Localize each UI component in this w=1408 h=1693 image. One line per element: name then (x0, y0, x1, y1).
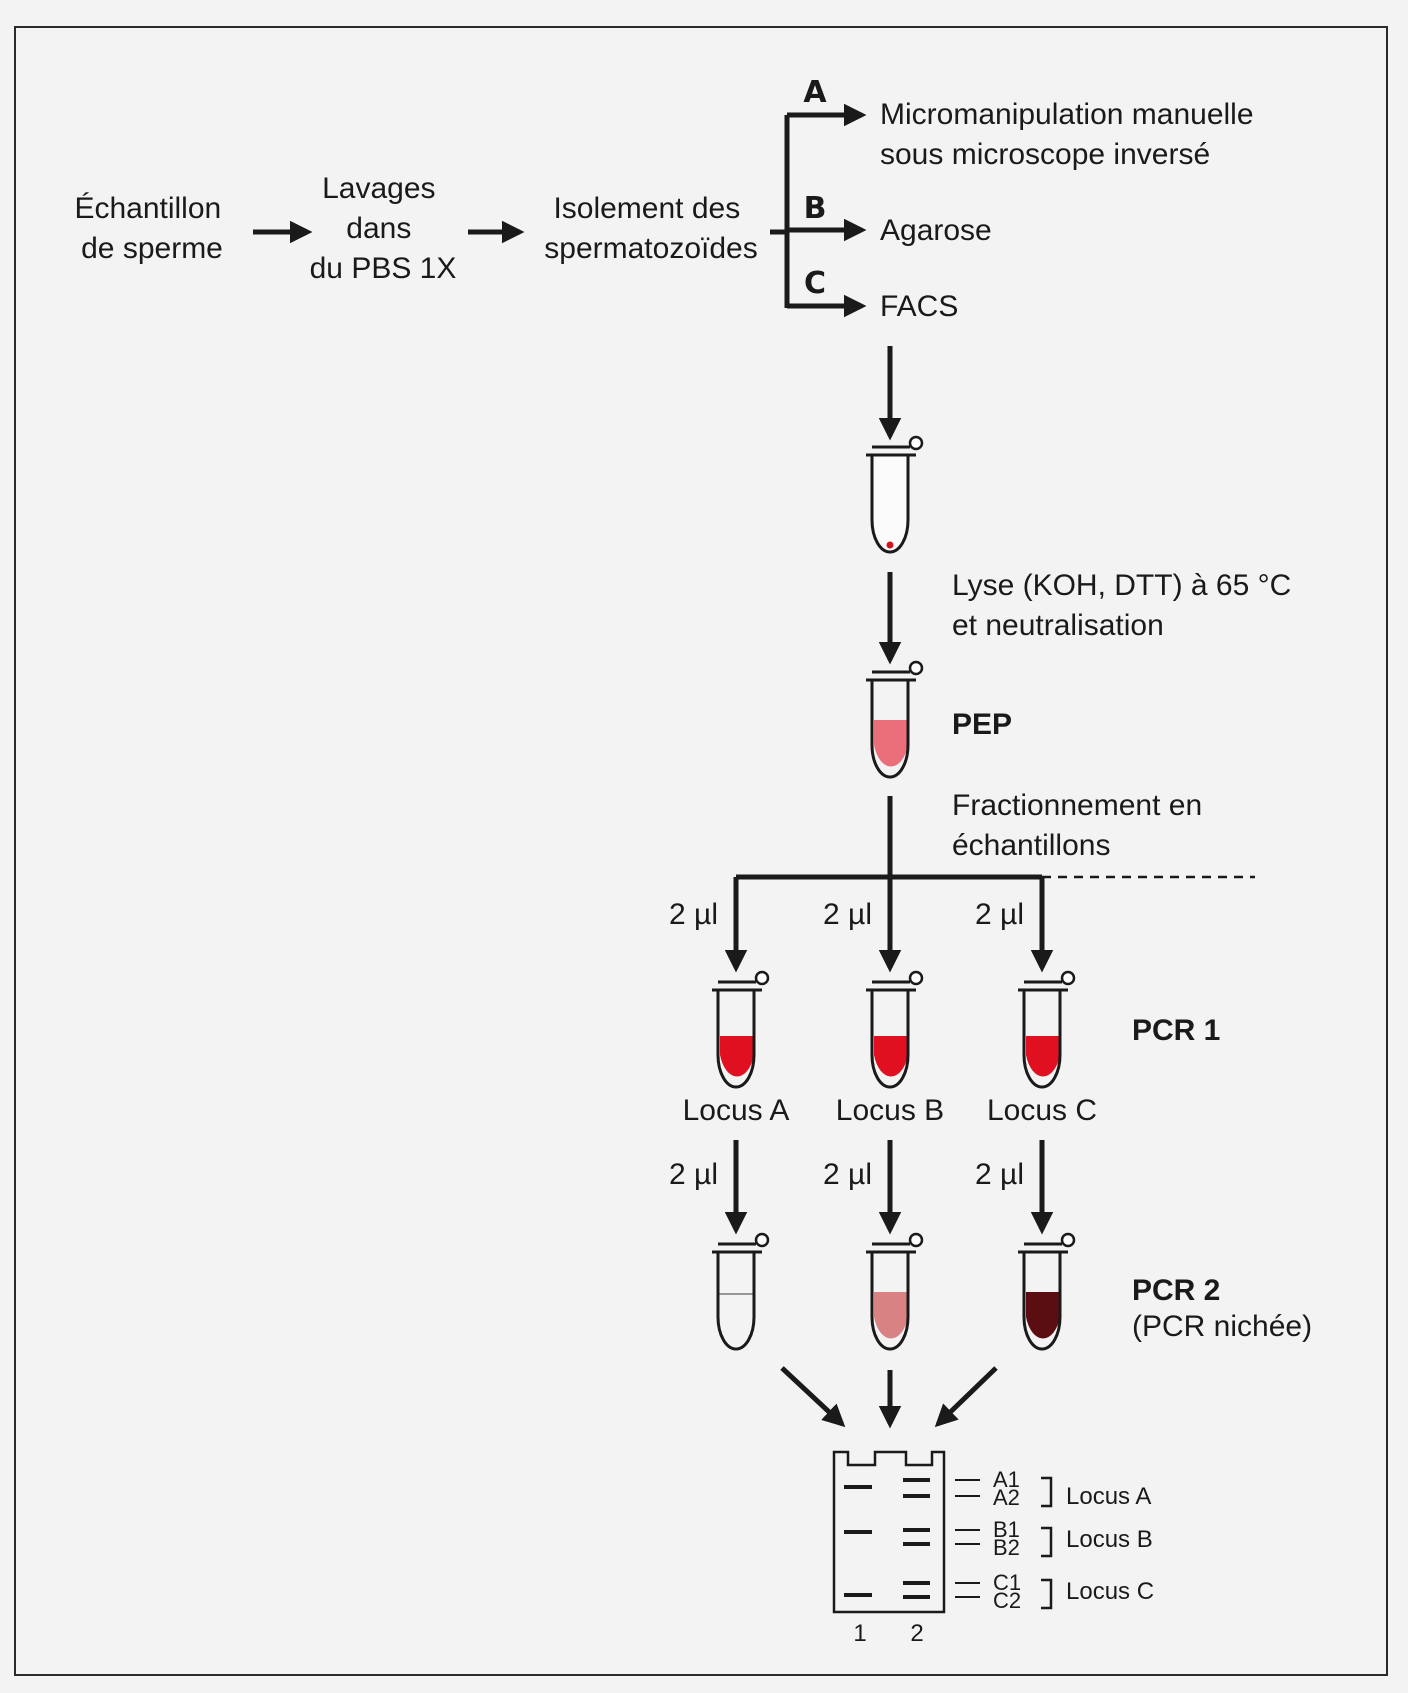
fraction-line-1: Fractionnement en (952, 789, 1202, 822)
branch-letter-c: C (804, 266, 826, 301)
cell-tube (866, 435, 924, 554)
bracket-locus-b (1041, 1526, 1053, 1558)
band-label-b1: B1 (993, 1517, 1020, 1542)
pcr2-tube-c (1018, 1232, 1076, 1351)
pcr2-tube-a (712, 1232, 770, 1351)
branch-b-text: Agarose (880, 214, 992, 247)
isolation-label: Isolement des spermatozoïdes (544, 192, 757, 265)
pcr1-tube-a (712, 970, 770, 1089)
arrow-gel-right (934, 1366, 998, 1428)
sample-line-1: Échantillon (74, 192, 221, 225)
gel-locus-b-label: Locus B (1066, 1526, 1153, 1553)
figure-frame (14, 26, 1388, 1676)
branch-a-line-1: Micromanipulation manuelle (880, 98, 1254, 131)
branch-letter-a: A (803, 75, 827, 110)
gel-locus-c-label: Locus C (1066, 1578, 1154, 1605)
lysis-line-1: Lyse (KOH, DTT) à 65 °C (952, 569, 1291, 602)
locus-c-label: Locus C (987, 1094, 1097, 1127)
branch-c-text: FACS (880, 290, 958, 323)
volume-label-2a: 2 µl (669, 1158, 718, 1191)
band-label-a2: A2 (993, 1485, 1020, 1510)
lysis-label: Lyse (KOH, DTT) à 65 °C et neutralisatio… (952, 569, 1300, 642)
gel-locus-a-label: Locus A (1066, 1483, 1151, 1510)
wash-line-1: Lavages (322, 172, 435, 205)
branch-a-text: Micromanipulation manuelle sous microsco… (880, 98, 1262, 171)
fraction-label: Fractionnement en échantillons (952, 789, 1210, 862)
bracket-locus-c (1041, 1578, 1053, 1610)
volume-label-2c: 2 µl (975, 1158, 1024, 1191)
volume-label-1c: 2 µl (975, 898, 1024, 931)
cell-drop (886, 541, 894, 549)
wash-line-3: du PBS 1X (310, 252, 457, 285)
lane-label-2: 2 (910, 1620, 923, 1647)
branch-a-line-2: sous microscope inversé (880, 138, 1210, 171)
volume-label-1b: 2 µl (823, 898, 872, 931)
locus-a-label: Locus A (683, 1094, 790, 1127)
pcr1-label: PCR 1 (1132, 1014, 1220, 1047)
volume-label-1a: 2 µl (669, 898, 718, 931)
sample-line-2: de sperme (81, 232, 223, 265)
lane-label-1: 1 (853, 1620, 866, 1647)
locus-b-label: Locus B (836, 1094, 944, 1127)
pep-tube (866, 660, 924, 779)
wash-line-2: dans (346, 212, 411, 245)
lysis-line-2: et neutralisation (952, 609, 1164, 642)
arrow-gel-left (780, 1366, 846, 1428)
volume-label-2b: 2 µl (823, 1158, 872, 1191)
gel-slab (832, 1450, 946, 1614)
pcr2-label: PCR 2 (1132, 1274, 1220, 1307)
wash-label: Lavages dans du PBS 1X (310, 172, 457, 285)
band-label-c2: C2 (993, 1588, 1021, 1613)
sample-label: Échantillon de sperme (74, 192, 229, 265)
pep-label: PEP (952, 708, 1012, 741)
band-label-b2: B2 (993, 1535, 1020, 1560)
band-label-a1: A1 (993, 1467, 1020, 1492)
pcr2-sub-label: (PCR nichée) (1132, 1310, 1312, 1343)
pcr2-tube-b (866, 1232, 924, 1351)
pcr1-tube-b (866, 970, 924, 1089)
bracket-locus-a (1041, 1476, 1053, 1508)
band-label-c1: C1 (993, 1570, 1021, 1595)
isolation-line-2: spermatozoïdes (544, 232, 757, 265)
branch-bracket (770, 115, 790, 308)
fraction-line-2: échantillons (952, 829, 1110, 862)
isolation-line-1: Isolement des (553, 192, 740, 225)
gel: A1 A2 B1 B2 C1 C2 Locus A Locus B Locus … (832, 1450, 1154, 1647)
branch-letter-b: B (804, 191, 827, 226)
pcr1-tube-c (1018, 970, 1076, 1089)
